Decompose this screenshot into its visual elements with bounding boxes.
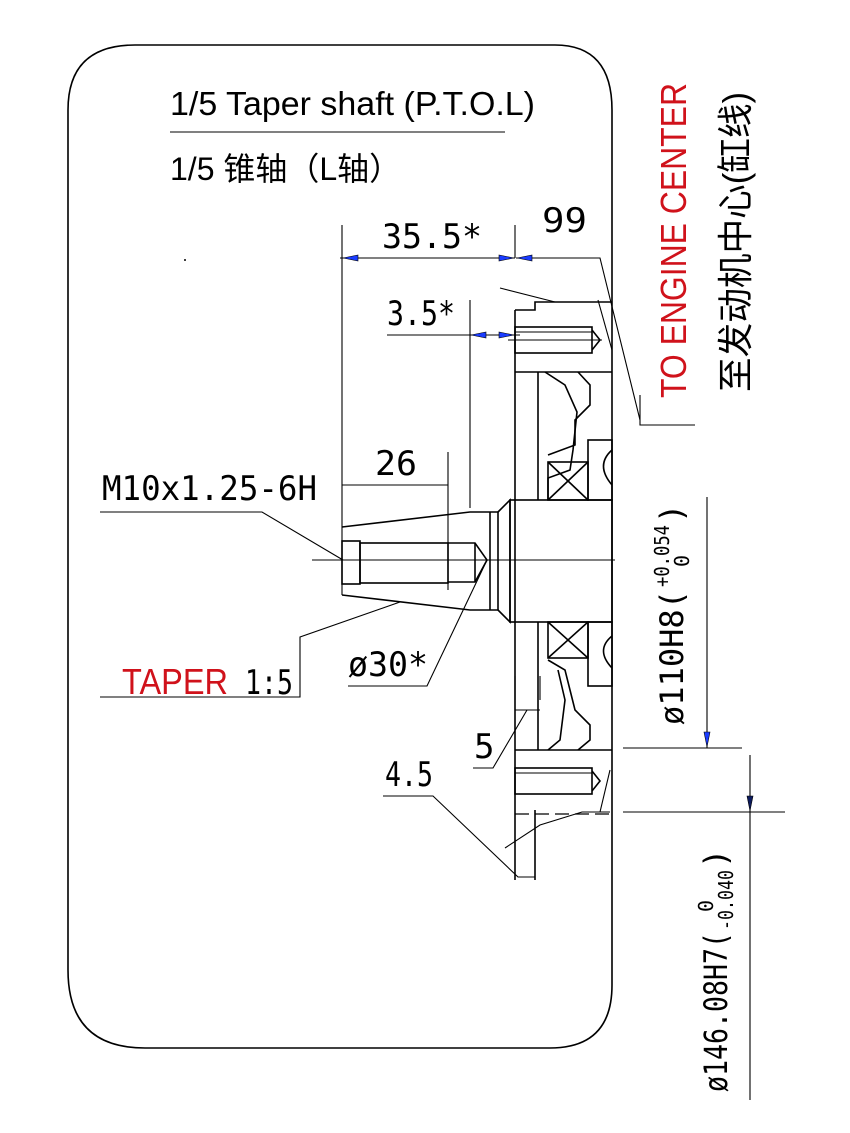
dia146-label: ø146.08H7( 0 -0.040 ) xyxy=(694,849,738,1092)
dim-4-5-label: 4.5 xyxy=(385,755,433,795)
drawing-frame xyxy=(67,44,613,1049)
svg-text:): ) xyxy=(653,504,691,523)
dim-99-label: 99 xyxy=(542,201,587,241)
to-engine-center-label: TO ENGINE CENTER xyxy=(653,83,694,398)
svg-text:-0.040: -0.040 xyxy=(714,870,738,930)
svg-text:0: 0 xyxy=(694,900,718,912)
arrowhead xyxy=(516,254,533,262)
arrowhead xyxy=(746,795,754,812)
stray-dot xyxy=(184,259,186,261)
taper-label: TAPER xyxy=(122,661,228,702)
arrowhead xyxy=(703,731,711,748)
taper-shaft xyxy=(341,498,613,624)
dim-26-label: 26 xyxy=(375,444,417,484)
dia30-leader xyxy=(348,559,488,687)
taper-leader xyxy=(100,601,401,698)
svg-text:0: 0 xyxy=(670,555,694,567)
engine-center-bracket xyxy=(639,395,695,426)
arrowhead xyxy=(470,331,487,339)
dim-3-5-label: 3.5* xyxy=(387,294,455,334)
dia110-label: ø110H8( +0.054 0 ) xyxy=(650,504,694,725)
dim4-5-leader xyxy=(383,795,535,878)
arrowhead xyxy=(498,254,515,262)
bolt-top xyxy=(508,326,602,354)
dia30-label: ø30* xyxy=(348,645,428,685)
svg-text:): ) xyxy=(697,849,735,868)
dim-line-99 xyxy=(516,257,641,421)
thread-label: M10x1.25-6H xyxy=(102,469,317,509)
title-chinese: 1/5 锥轴（L轴） xyxy=(170,151,401,187)
taper-ratio-label: 1:5 xyxy=(245,663,293,703)
dim-35-5-label: 35.5* xyxy=(382,217,482,257)
bolt-bottom xyxy=(514,767,602,795)
to-engine-center-chinese: 至发动机中心(缸线) xyxy=(715,92,756,392)
title-english: 1/5 Taper shaft (P.T.O.L) xyxy=(170,85,535,122)
svg-text:+0.054: +0.054 xyxy=(650,525,674,587)
crankcase-flange xyxy=(499,287,613,880)
thread-leader xyxy=(100,511,344,561)
arrowhead xyxy=(342,254,359,262)
svg-text:ø110H8(: ø110H8( xyxy=(653,590,691,725)
dim-5-label: 5 xyxy=(474,727,494,767)
svg-text:ø146.08H7(: ø146.08H7( xyxy=(697,932,735,1092)
arrowhead xyxy=(498,331,515,339)
